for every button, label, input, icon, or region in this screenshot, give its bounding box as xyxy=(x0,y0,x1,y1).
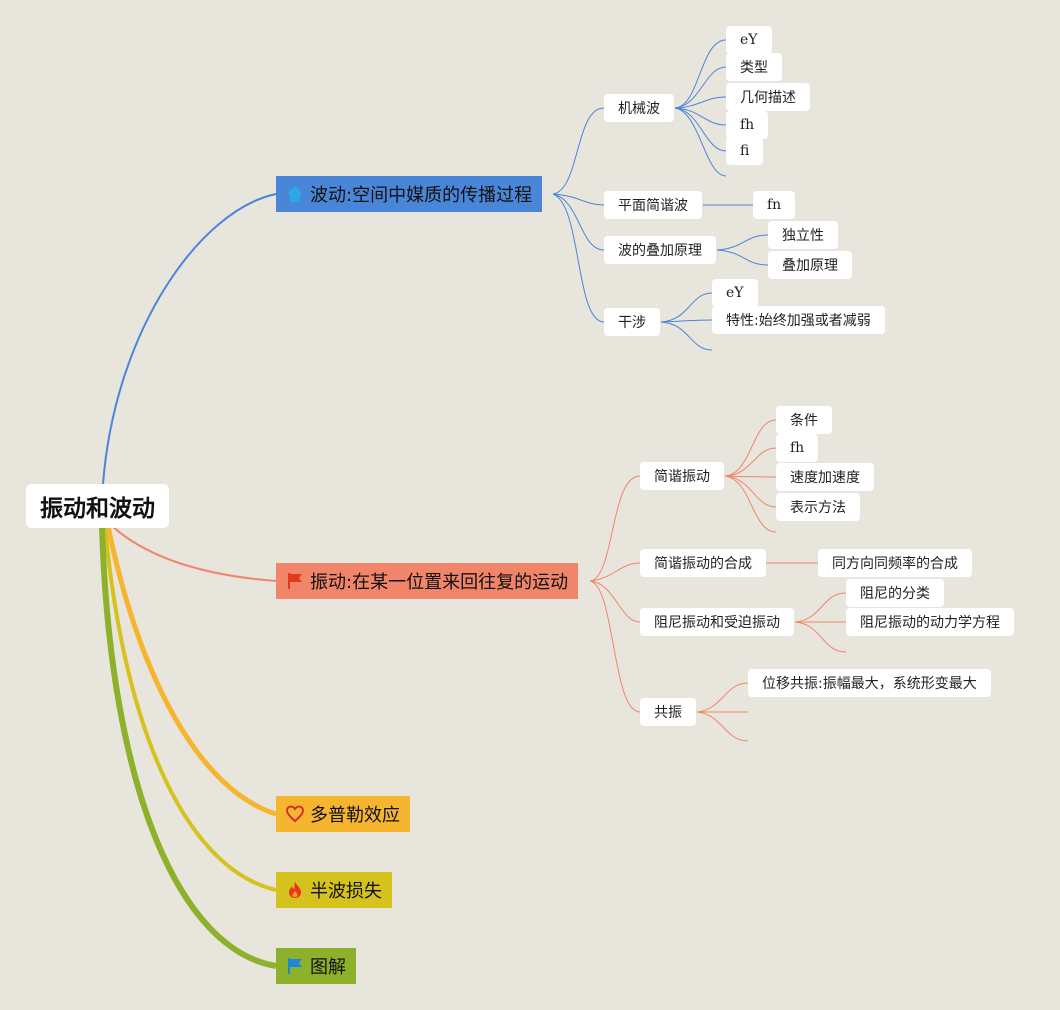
leaf-shm-fh[interactable]: fh xyxy=(776,434,819,462)
leaf-shm-velocity[interactable]: 速度加速度 xyxy=(776,463,874,491)
topic-resonance[interactable]: 共振 xyxy=(640,698,696,726)
leaf-superposition-principle[interactable]: 叠加原理 xyxy=(768,251,852,279)
branch-halfwave-label: 半波损失 xyxy=(310,881,382,902)
leaf-mechanical-types[interactable]: 类型 xyxy=(726,53,782,81)
leaf-mechanical-ey[interactable]: eY xyxy=(726,26,772,54)
home-icon xyxy=(286,185,304,203)
root-node[interactable]: 振动和波动 xyxy=(26,484,169,528)
link-root-doppler xyxy=(105,525,277,817)
leaf-same-direction-frequency[interactable]: 同方向同频率的合成 xyxy=(818,549,972,577)
topic-damped-forced[interactable]: 阻尼振动和受迫振动 xyxy=(640,608,794,636)
link-root-halfwave xyxy=(103,525,277,892)
topic-simple-harmonic[interactable]: 简谐振动 xyxy=(640,462,724,490)
link-root-wave xyxy=(102,193,277,485)
branch-doppler[interactable]: 多普勒效应 xyxy=(276,796,410,832)
branch-doppler-label: 多普勒效应 xyxy=(310,805,400,826)
leaf-mechanical-fh[interactable]: fh xyxy=(726,111,769,139)
topic-shm-composition[interactable]: 简谐振动的合成 xyxy=(640,549,766,577)
flag-icon xyxy=(286,957,304,975)
leaf-interference-property[interactable]: 特性:始终加强或者减弱 xyxy=(712,306,885,334)
leaf-mechanical-geometry[interactable]: 几何描述 xyxy=(726,83,810,111)
branch-diagram[interactable]: 图解 xyxy=(276,948,356,984)
link-root-vibration xyxy=(111,525,277,582)
fire-icon xyxy=(286,881,304,899)
leaf-mechanical-fi[interactable]: fi xyxy=(726,137,764,165)
branch-wave[interactable]: 波动:空间中媒质的传播过程 xyxy=(276,176,543,212)
leaf-independence[interactable]: 独立性 xyxy=(768,221,838,249)
heart-icon xyxy=(286,805,304,823)
topic-wave-superposition[interactable]: 波的叠加原理 xyxy=(604,236,716,264)
topic-mechanical-wave[interactable]: 机械波 xyxy=(604,94,674,122)
branch-halfwave[interactable]: 半波损失 xyxy=(276,872,392,908)
branch-vibration[interactable]: 振动:在某一位置来回往复的运动 xyxy=(276,563,579,599)
leaf-shm-condition[interactable]: 条件 xyxy=(776,406,832,434)
leaf-damping-types[interactable]: 阻尼的分类 xyxy=(846,579,944,607)
leaf-damping-equation[interactable]: 阻尼振动的动力学方程 xyxy=(846,608,1014,636)
branch-vibration-label: 振动:在某一位置来回往复的运动 xyxy=(310,572,569,593)
topic-plane-harmonic-wave[interactable]: 平面简谐波 xyxy=(604,191,702,219)
branch-diagram-label: 图解 xyxy=(310,957,346,978)
root-label: 振动和波动 xyxy=(40,496,155,522)
leaf-displacement-resonance[interactable]: 位移共振:振幅最大，系统形变最大 xyxy=(748,669,991,697)
leaf-shm-representation[interactable]: 表示方法 xyxy=(776,493,860,521)
link-root-diagram xyxy=(99,525,277,969)
flag-icon xyxy=(286,572,304,590)
branch-wave-label: 波动:空间中媒质的传播过程 xyxy=(310,185,533,206)
leaf-interference-ey[interactable]: eY xyxy=(712,279,758,307)
leaf-plane-fn[interactable]: fn xyxy=(753,191,796,219)
topic-interference[interactable]: 干涉 xyxy=(604,308,660,336)
